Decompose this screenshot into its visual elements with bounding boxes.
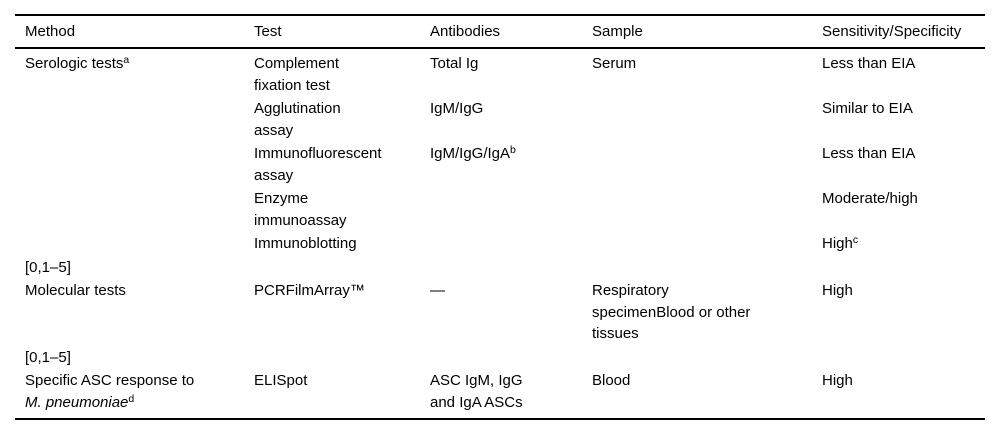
diagnostic-tests-table: Method Test Antibodies Sample Sensitivit… — [15, 14, 985, 420]
reference-range-text: [0,1–5] — [25, 258, 71, 276]
cell-method: Serologic testsa — [15, 48, 254, 96]
cell-antibodies: — — [430, 278, 592, 345]
cell-sample: Serum — [592, 48, 822, 96]
cell-sample: Blood — [592, 368, 822, 419]
table-row-immunofluorescent-assay: Immunofluorescent assay IgM/IgG/IgAb Les… — [15, 141, 985, 186]
species-name: M. pneumoniae — [25, 393, 129, 411]
cell-method — [15, 231, 254, 255]
col-header-method: Method — [15, 15, 254, 49]
sensitivity-text: Less than EIA — [822, 145, 916, 162]
cell-test: Immunofluorescent assay — [254, 141, 430, 186]
test-text: Agglutination assay — [254, 100, 341, 139]
table-row-asc-response-elispot: Specific ASC response to M. pneumoniaed E… — [15, 368, 985, 419]
cell-sample — [592, 141, 822, 186]
sensitivity-text: High — [822, 235, 853, 252]
cell-antibodies — [430, 345, 592, 369]
cell-sensitivity: Similar to EIA — [822, 96, 985, 141]
cell-test — [254, 255, 430, 279]
sensitivity-text: High — [822, 282, 853, 299]
col-header-test: Test — [254, 15, 430, 49]
cell-sample — [592, 186, 822, 231]
cell-test: Complement fixation test — [254, 48, 430, 96]
cell-test: Agglutination assay — [254, 96, 430, 141]
table-row-agglutination-assay: Agglutination assay IgM/IgG Similar to E… — [15, 96, 985, 141]
antibodies-text: — — [430, 282, 445, 299]
sample-text: Serum — [592, 55, 637, 72]
test-text: Immunoblotting — [254, 235, 357, 252]
sensitivity-text: Less than EIA — [822, 55, 916, 72]
cell-method: Specific ASC response to M. pneumoniaed — [15, 368, 254, 419]
cell-sensitivity: High — [822, 278, 985, 345]
cell-method: [0,1–5] — [15, 255, 254, 279]
test-text: PCRFilmArray™ — [254, 282, 365, 299]
cell-sensitivity: High — [822, 368, 985, 419]
test-text: Complement fixation test — [254, 55, 340, 94]
cell-sensitivity: Highc — [822, 231, 985, 255]
table-row-serologic-complement-fixation: Serologic testsa Complement fixation tes… — [15, 48, 985, 96]
cell-antibodies: ASC IgM, IgG and IgA ASCs — [430, 368, 592, 419]
cell-test: ELISpot — [254, 368, 430, 419]
sensitivity-text: Similar to EIA — [822, 100, 913, 117]
cell-sample: Respiratory specimenBlood or other tissu… — [592, 278, 822, 345]
cell-sample — [592, 96, 822, 141]
sensitivity-text: High — [822, 372, 853, 389]
cell-antibodies: Total Ig — [430, 48, 592, 96]
reference-range-text: [0,1–5] — [25, 348, 71, 366]
method-text: Specific ASC response to — [25, 372, 195, 389]
cell-sensitivity — [822, 255, 985, 279]
cell-antibodies: IgM/IgG/IgAb — [430, 141, 592, 186]
cell-sensitivity: Moderate/high — [822, 186, 985, 231]
sample-text: Respiratory specimenBlood or other tissu… — [592, 282, 751, 342]
cell-antibodies — [430, 255, 592, 279]
cell-test: Immunoblotting — [254, 231, 430, 255]
antibodies-text: ASC IgM, IgG and IgA ASCs — [430, 372, 523, 411]
cell-method — [15, 96, 254, 141]
sample-text: Blood — [592, 372, 631, 389]
cell-sample — [592, 255, 822, 279]
test-text: Enzyme immunoassay — [254, 190, 347, 229]
col-header-sensitivity-specificity: Sensitivity/Specificity — [822, 15, 985, 49]
method-text: Molecular tests — [25, 282, 126, 299]
footnote-marker: b — [510, 144, 516, 156]
footnote-marker: a — [123, 54, 130, 66]
cell-sensitivity — [822, 345, 985, 369]
antibodies-text: Total Ig — [430, 55, 479, 72]
test-text: ELISpot — [254, 372, 308, 389]
table-row-enzyme-immunoassay: Enzyme immunoassay Moderate/high — [15, 186, 985, 231]
cell-sample — [592, 345, 822, 369]
method-text: Serologic tests — [25, 55, 124, 72]
sensitivity-text: Moderate/high — [822, 190, 918, 207]
footnote-marker: c — [852, 234, 859, 246]
antibodies-text: IgM/IgG — [430, 100, 484, 117]
table-row-molecular-tests: Molecular tests PCRFilmArray™ — Respirat… — [15, 278, 985, 345]
cell-method: Molecular tests — [15, 278, 254, 345]
table-row-immunoblotting: Immunoblotting Highc — [15, 231, 985, 255]
cell-test — [254, 345, 430, 369]
table-row-reference-1: [0,1–5] — [15, 255, 985, 279]
antibodies-text: IgM/IgG/IgA — [430, 145, 511, 162]
cell-sensitivity: Less than EIA — [822, 48, 985, 96]
cell-sensitivity: Less than EIA — [822, 141, 985, 186]
cell-method — [15, 186, 254, 231]
cell-antibodies: IgM/IgG — [430, 96, 592, 141]
col-header-sample: Sample — [592, 15, 822, 49]
header-row: Method Test Antibodies Sample Sensitivit… — [15, 15, 985, 49]
cell-test: PCRFilmArray™ — [254, 278, 430, 345]
cell-method — [15, 141, 254, 186]
table-row-reference-2: [0,1–5] — [15, 345, 985, 369]
cell-sample — [592, 231, 822, 255]
cell-test: Enzyme immunoassay — [254, 186, 430, 231]
footnote-marker: d — [128, 392, 135, 405]
cell-antibodies — [430, 186, 592, 231]
cell-antibodies — [430, 231, 592, 255]
test-text: Immunofluorescent assay — [254, 145, 382, 184]
cell-method: [0,1–5] — [15, 345, 254, 369]
col-header-antibodies: Antibodies — [430, 15, 592, 49]
